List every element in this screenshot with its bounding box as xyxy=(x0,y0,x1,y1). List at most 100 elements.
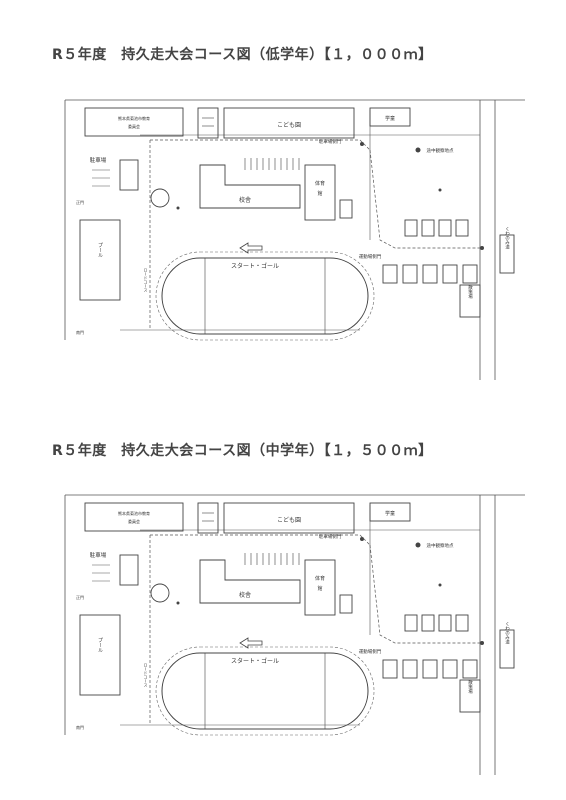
checkpoint-marker xyxy=(415,542,421,548)
road-sign xyxy=(499,629,515,669)
box-3 xyxy=(438,614,452,632)
road-sign xyxy=(499,234,515,274)
box-5 xyxy=(382,659,398,679)
walking-area-label: 散策場 xyxy=(468,679,473,695)
gymnasium-label-2: 館 xyxy=(317,190,322,197)
course-route-outer xyxy=(155,646,375,736)
gymnasium-label-2: 館 xyxy=(317,585,322,592)
pool-label: プール xyxy=(97,243,103,258)
roundabout-marker xyxy=(176,206,180,210)
checkpoint-label: 途中観察地点 xyxy=(427,147,454,154)
school-building-label: 校舎 xyxy=(239,196,251,204)
box-9 xyxy=(462,659,478,679)
pool-building xyxy=(79,614,121,696)
parking-shelter xyxy=(119,159,139,191)
course-route-top xyxy=(150,139,371,151)
checkpoint-marker xyxy=(415,147,421,153)
road-course-label: ロードコース xyxy=(144,268,149,293)
walking-area xyxy=(459,679,481,713)
education-office-label: 熊本県菊池市教育 xyxy=(118,115,150,121)
running-track xyxy=(161,652,369,730)
course-route-top xyxy=(150,534,371,546)
gakudo-building xyxy=(369,107,411,127)
small-shed xyxy=(339,594,353,614)
box-4 xyxy=(455,614,469,632)
box-9 xyxy=(462,264,478,284)
road-name-label: くわのみ道 xyxy=(505,622,510,646)
parking-lot-label: 駐車場 xyxy=(90,156,107,164)
field-marker xyxy=(438,583,442,587)
education-office-label: 熊本県菊池市教育 xyxy=(118,510,150,516)
box-2 xyxy=(421,219,435,237)
roundabout xyxy=(150,583,170,603)
east-gate-marker xyxy=(480,641,484,645)
school-building xyxy=(199,559,301,604)
gymnasium-label: 体育 xyxy=(315,180,325,187)
walking-area-label: 散策場 xyxy=(468,284,473,300)
south-gate-label: 南門 xyxy=(76,724,84,730)
direction-arrow-icon xyxy=(239,242,263,254)
box-1 xyxy=(404,219,418,237)
kodomo-en-label: こども園 xyxy=(277,516,301,524)
running-track xyxy=(161,257,369,335)
parking-gate-marker xyxy=(360,142,364,146)
walking-area xyxy=(459,284,481,318)
box-5 xyxy=(382,264,398,284)
pool-building xyxy=(79,219,121,301)
box-6 xyxy=(402,659,418,679)
parking-gate-label: 駐車場側門 xyxy=(319,533,342,540)
east-gate-marker xyxy=(480,246,484,250)
box-3 xyxy=(438,219,452,237)
kodomo-en-building xyxy=(223,502,355,534)
box-6 xyxy=(402,264,418,284)
box-8 xyxy=(442,659,458,679)
course-route-east xyxy=(369,544,480,644)
gymnasium-label: 体育 xyxy=(315,575,325,582)
parking-gate-marker xyxy=(360,537,364,541)
gymnasium-building xyxy=(304,559,336,616)
map-title-lower-grades: R５年度 持久走大会コース図（低学年）【１，０００ｍ】 xyxy=(52,47,433,63)
roundabout xyxy=(150,188,170,208)
parking-shelter xyxy=(119,554,139,586)
pool-label: プール xyxy=(97,638,103,653)
road-name-label: くわのみ道 xyxy=(505,227,510,251)
education-office-building xyxy=(84,502,184,532)
gymnasium-building xyxy=(304,164,336,221)
parking-lot-label: 駐車場 xyxy=(90,551,107,559)
sports-field-gate-label: 運動場側門 xyxy=(359,648,382,655)
box-8 xyxy=(442,264,458,284)
direction-arrow-icon xyxy=(239,637,263,649)
start-goal-label: スタート・ゴール xyxy=(231,657,279,665)
education-office-building xyxy=(84,107,184,137)
school-building-label: 校舎 xyxy=(239,591,251,599)
field-marker xyxy=(438,188,442,192)
box-2 xyxy=(421,614,435,632)
checkpoint-label: 途中観察地点 xyxy=(427,542,454,549)
box-7 xyxy=(422,659,438,679)
education-office-label-2: 委員会 xyxy=(128,123,140,129)
south-gate-label: 南門 xyxy=(76,329,84,335)
sports-field-gate-label: 運動場側門 xyxy=(359,253,382,260)
box-4 xyxy=(455,219,469,237)
small-building-stripes xyxy=(197,107,219,139)
school-building xyxy=(199,164,301,209)
small-shed xyxy=(339,199,353,219)
course-map-middle-grades: 熊本県菊池市教育委員会こども園学童駐車場正門駐車場側門途中観察地点校舎体育館プー… xyxy=(64,494,525,775)
parking-gate-label: 駐車場側門 xyxy=(319,138,342,145)
roundabout-marker xyxy=(176,601,180,605)
road-course-label: ロードコース xyxy=(144,663,149,688)
small-building-stripes xyxy=(197,502,219,534)
gakudo-label: 学童 xyxy=(385,115,395,122)
main-gate-label: 正門 xyxy=(76,200,84,205)
kodomo-en-building xyxy=(223,107,355,139)
course-route-east xyxy=(369,149,480,249)
start-goal-label: スタート・ゴール xyxy=(231,262,279,270)
education-office-label-2: 委員会 xyxy=(128,518,140,524)
box-1 xyxy=(404,614,418,632)
course-route-outer xyxy=(155,251,375,341)
kodomo-en-label: こども園 xyxy=(277,121,301,129)
box-7 xyxy=(422,264,438,284)
main-gate-label: 正門 xyxy=(76,595,84,600)
gakudo-building xyxy=(369,502,411,522)
